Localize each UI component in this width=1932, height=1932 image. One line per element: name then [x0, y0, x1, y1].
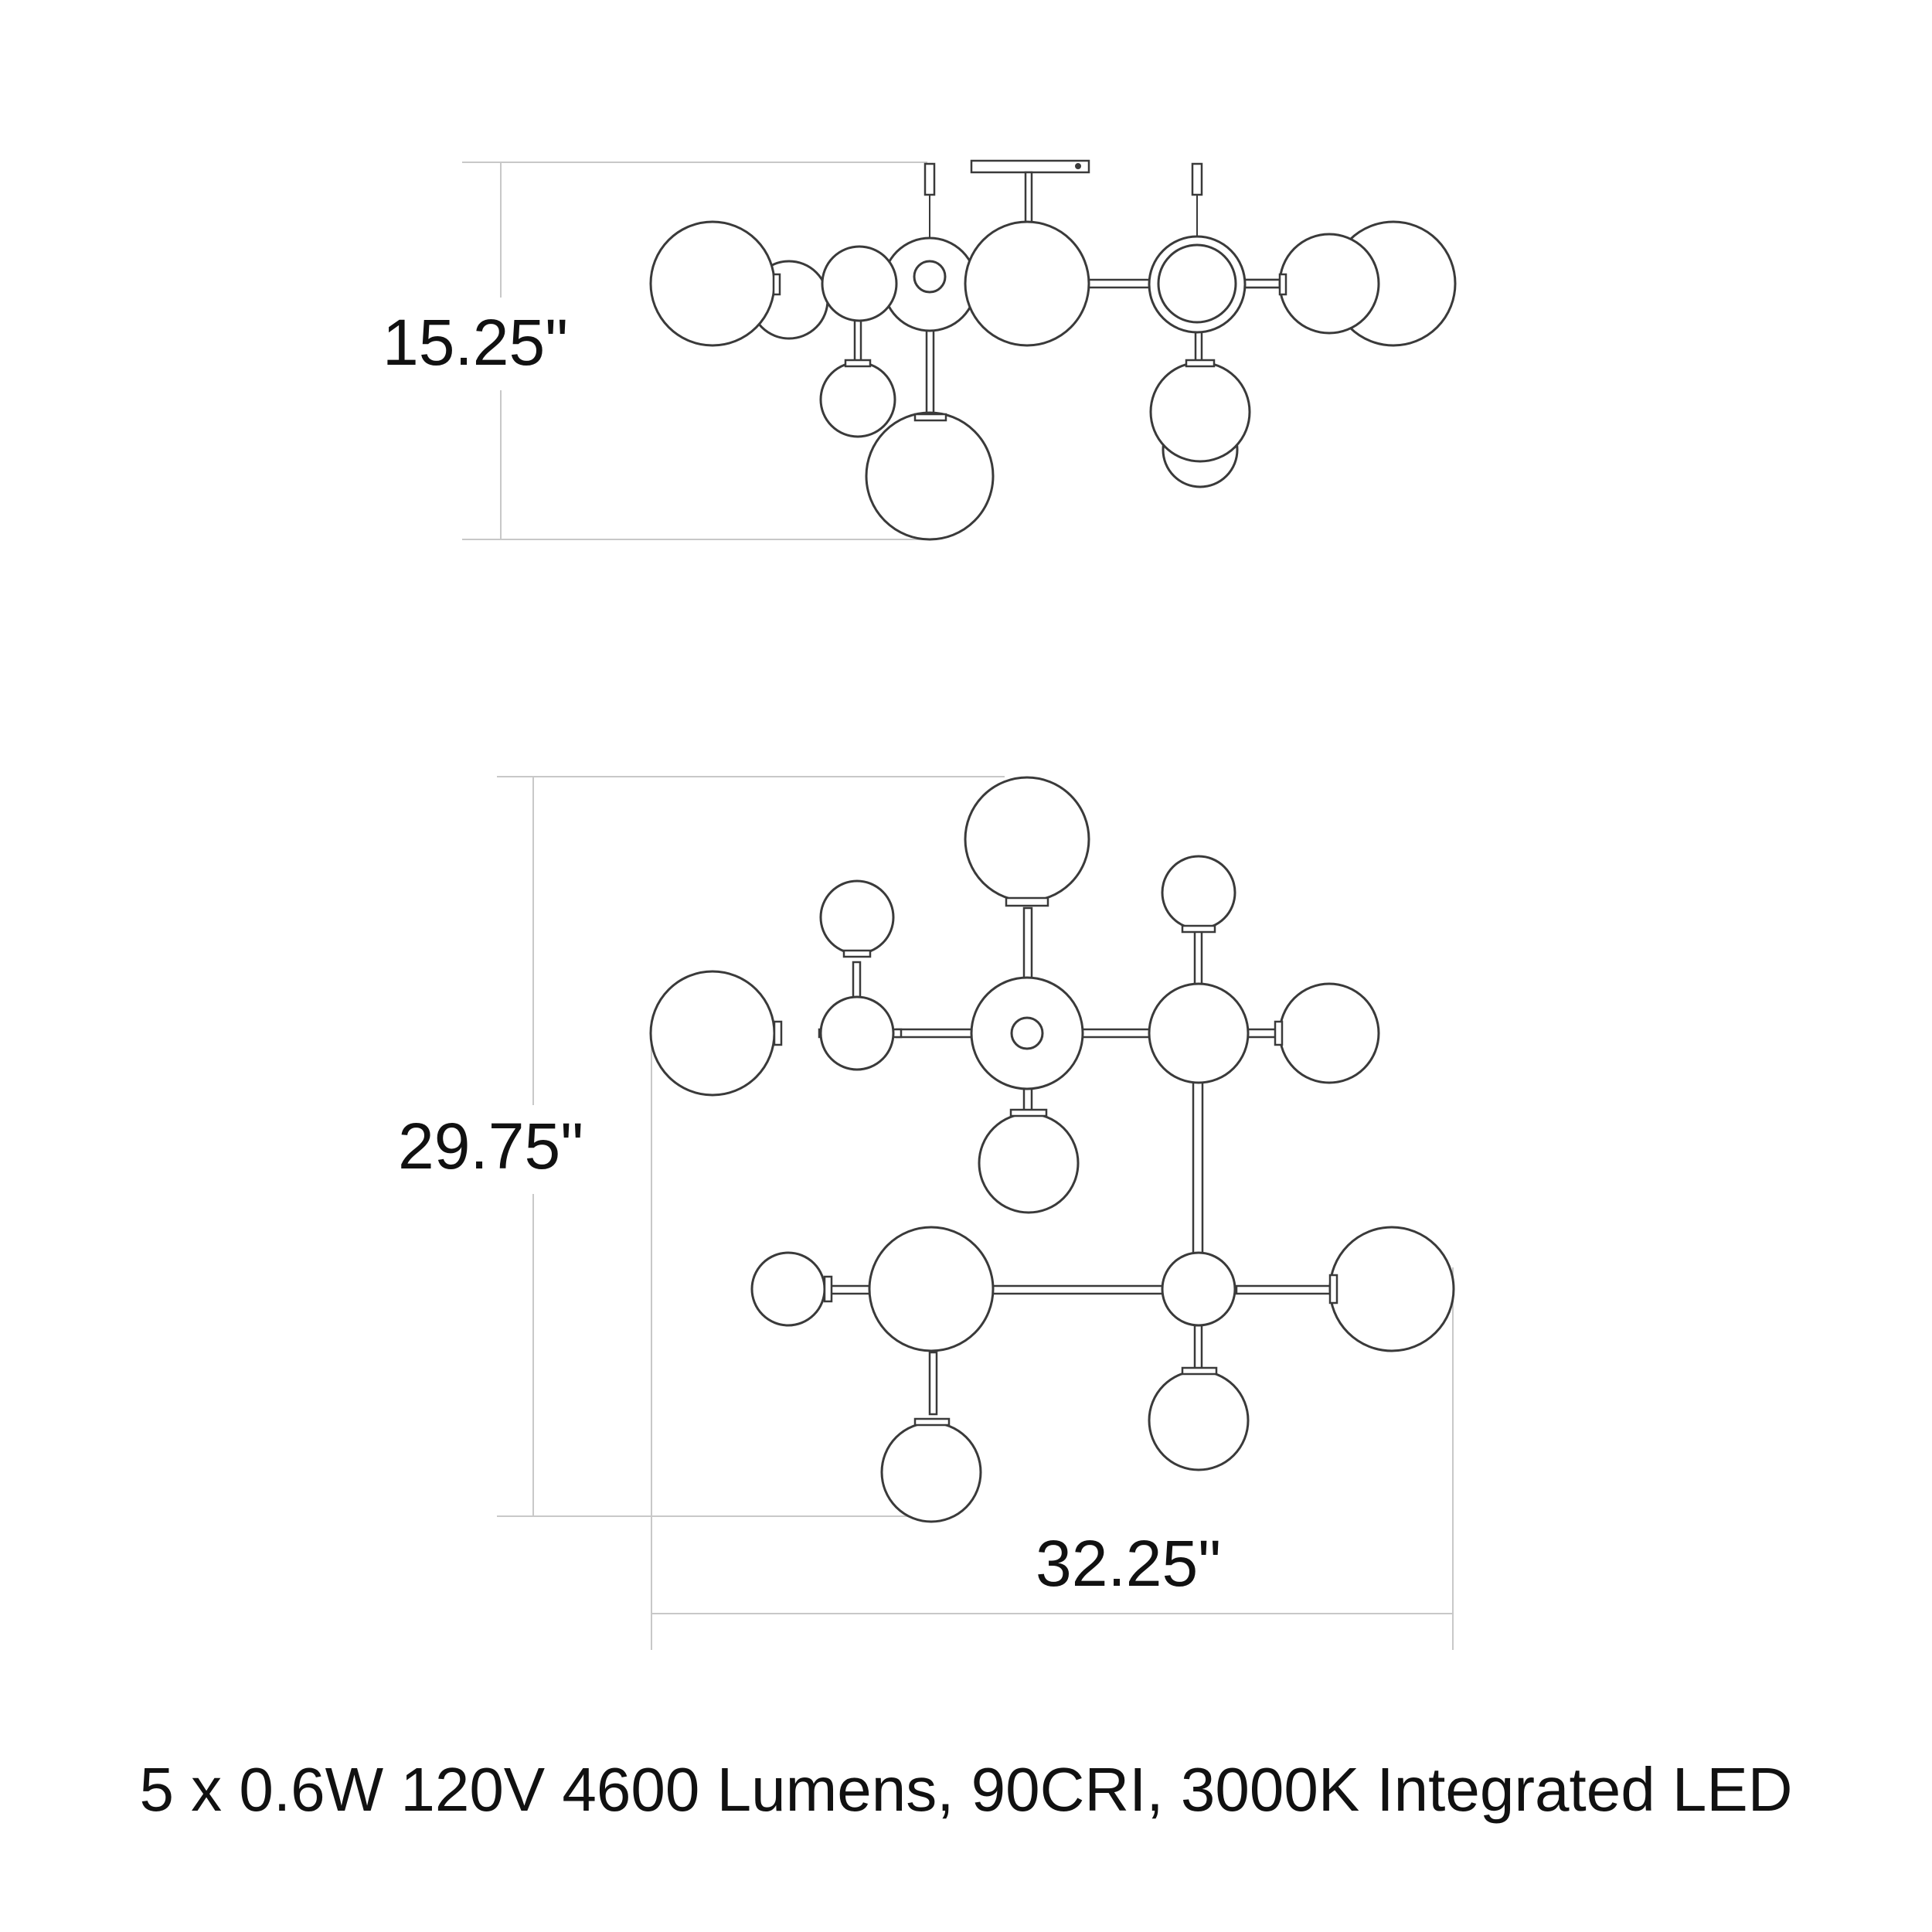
- side-socket-far-left: [772, 273, 781, 296]
- plan-globe-top-left: [819, 879, 895, 955]
- side-socket-right-drop: [1185, 359, 1216, 368]
- right-cable-gripper: [1191, 162, 1203, 196]
- side-socket-right-front: [1278, 273, 1287, 296]
- plan-lower-right-stem: [1193, 1324, 1203, 1373]
- plan-globe-upper-far-left: [649, 970, 776, 1097]
- plan-globe-top-right: [1161, 855, 1236, 930]
- plan-globe-lower-far-left: [750, 1251, 826, 1327]
- side-height-dimension-label: 15.25": [383, 306, 569, 379]
- side-globe-far-left: [649, 220, 776, 347]
- plan-socket-lower-far-right: [1328, 1274, 1338, 1304]
- plan-socket-center-drop: [1009, 1108, 1048, 1117]
- plan-globe-bottom-left: [880, 1421, 982, 1523]
- plan-globe-center-drop: [978, 1112, 1080, 1214]
- plan-globe-lower-left: [868, 1226, 995, 1352]
- plan-socket-bottom-right: [1181, 1366, 1218, 1376]
- plan-socket-lower-far-left: [823, 1275, 833, 1303]
- side-globe-center-top: [964, 220, 1090, 347]
- side-globe-left-drop: [819, 361, 896, 438]
- plan-socket-top-center: [1005, 896, 1049, 907]
- plan-globe-upper-far-right: [1278, 982, 1380, 1084]
- side-socket-center-drop: [913, 413, 947, 422]
- plan-globe-bottom-right: [1148, 1369, 1250, 1471]
- plan-socket-upper-far-left: [773, 1020, 783, 1046]
- plan-width-dimension-label: 32.25": [1036, 1527, 1222, 1600]
- plan-globe-upper-left-hub: [819, 995, 895, 1071]
- plan-socket-upper-far-right: [1274, 1020, 1284, 1046]
- fixture-spec-text: 5 x 0.6W 120V 4600 Lumens, 90CRI, 3000K …: [139, 1755, 1793, 1824]
- canopy-stem: [1024, 171, 1033, 228]
- plan-lower-arm-left: [829, 1284, 875, 1295]
- plan-depth-dimension-label: 29.75": [398, 1110, 584, 1182]
- top-plan-view: [497, 776, 1455, 1650]
- plan-upper-left-stem: [852, 961, 862, 1002]
- side-globe-right-drop: [1149, 361, 1251, 463]
- plan-globe-top-center: [964, 776, 1090, 903]
- side-globe-right-hub: [1157, 243, 1237, 324]
- plan-lower-left-stem: [928, 1351, 938, 1416]
- left-cable-gripper: [923, 162, 936, 196]
- plan-lower-arm-right: [1235, 1284, 1338, 1295]
- side-hub-ring-left-inner: [913, 260, 947, 294]
- plan-connector-rod: [1192, 1080, 1204, 1261]
- side-globe-right-front: [1278, 233, 1380, 335]
- plan-canopy-center: [1010, 1016, 1044, 1050]
- side-globe-center-drop: [865, 411, 995, 541]
- plan-socket-top-left: [842, 949, 872, 958]
- plan-lower-arm: [988, 1284, 1168, 1295]
- side-socket-left-drop: [844, 359, 872, 368]
- plan-globe-upper-right-hub: [1148, 982, 1250, 1084]
- plan-socket-bottom-left: [913, 1417, 951, 1427]
- plan-globe-lower-far-right: [1328, 1226, 1455, 1352]
- plan-globe-lower-right-hub: [1161, 1251, 1236, 1327]
- side-elevation-view: [462, 159, 1457, 541]
- canopy-screw: [1075, 163, 1081, 169]
- ceiling-canopy: [970, 159, 1090, 174]
- side-drop-rod-left: [853, 317, 862, 368]
- plan-socket-top-right: [1181, 924, 1216, 934]
- side-globe-left-hub: [821, 245, 898, 322]
- plan-upper-right-stem: [1193, 930, 1203, 987]
